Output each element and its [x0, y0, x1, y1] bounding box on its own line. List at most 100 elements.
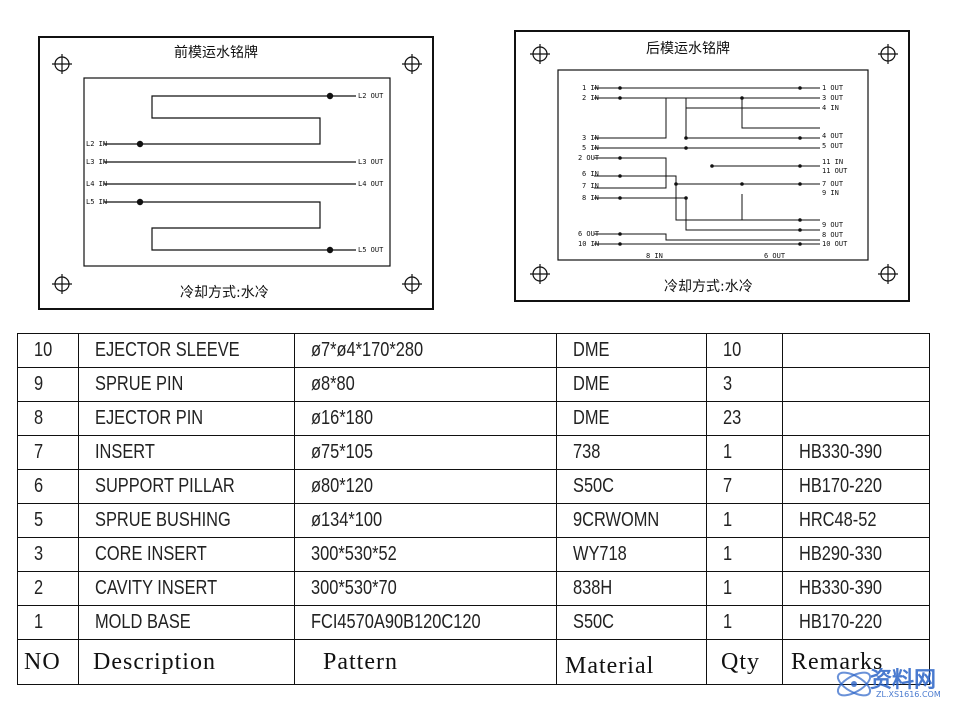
cell-no: 3 — [17, 537, 79, 572]
rear-right-labels: 1 OUT 3 OUT 4 IN 4 OUT 5 OUT 11 IN 11 OU… — [822, 84, 848, 248]
cell-no: 10 — [17, 333, 79, 368]
rear-mold-water-plate: 后模运水铭牌 — [514, 30, 910, 302]
cell-pattern: 300*530*70 — [294, 571, 557, 606]
cell-qty-text: 7 — [723, 475, 733, 497]
cell-pattern-text: 300*530*70 — [311, 577, 397, 599]
rear-label-left: 7 IN — [582, 182, 599, 190]
rear-left-labels: 1 IN 2 IN 3 IN 5 IN 2 OUT 6 IN 7 IN 8 IN… — [578, 84, 600, 248]
rear-inner-frame — [557, 69, 869, 261]
header-no: NO — [17, 639, 79, 685]
rear-label-bottom: 6 OUT — [764, 252, 786, 260]
cell-no-text: 9 — [34, 373, 44, 395]
cell-qty: 1 — [706, 605, 783, 640]
cell-pattern-text: 300*530*52 — [311, 543, 397, 565]
cell-description-text: SPRUE BUSHING — [95, 509, 231, 531]
cell-pattern-text: ø7*ø4*170*280 — [311, 339, 424, 361]
crosshair-icon — [530, 44, 898, 284]
cell-no: 7 — [17, 435, 79, 470]
cell-material: DME — [556, 333, 707, 368]
cell-no-text: 6 — [34, 475, 44, 497]
cell-no: 6 — [17, 469, 79, 504]
cell-pattern-text: ø75*105 — [311, 441, 374, 463]
cell-description-text: MOLD BASE — [95, 611, 191, 633]
rear-label-right: 3 OUT — [822, 94, 844, 102]
cell-material: 738 — [556, 435, 707, 470]
cell-qty: 10 — [706, 333, 783, 368]
rear-label-right: 11 OUT — [822, 167, 848, 175]
cell-no-text: 5 — [34, 509, 44, 531]
cell-no-text: 1 — [34, 611, 44, 633]
cell-qty: 1 — [706, 435, 783, 470]
cell-material-text: DME — [573, 373, 610, 395]
cell-remarks: HRC48-52 — [782, 503, 930, 538]
cell-remarks: HB170-220 — [782, 605, 930, 640]
cell-material-text: DME — [573, 339, 610, 361]
rear-label-left: 8 IN — [582, 194, 599, 202]
rear-label-left: 2 IN — [582, 94, 599, 102]
cell-no: 9 — [17, 367, 79, 402]
cell-pattern: ø7*ø4*170*280 — [294, 333, 557, 368]
watermark-subtext: ZL.XS1616.COM — [876, 690, 941, 699]
cell-description-text: CORE INSERT — [95, 543, 207, 565]
cell-pattern-text: ø134*100 — [311, 509, 383, 531]
rear-label-left: 10 IN — [578, 240, 599, 248]
rear-label-left: 3 IN — [582, 134, 599, 142]
cell-no-text: 10 — [34, 339, 53, 361]
cell-pattern: ø8*80 — [294, 367, 557, 402]
label-l4-in: L4 IN — [86, 180, 107, 188]
cell-qty: 1 — [706, 537, 783, 572]
cell-material: DME — [556, 367, 707, 402]
cell-description-text: INSERT — [95, 441, 155, 463]
rear-label-right: 11 IN — [822, 158, 843, 166]
rear-channels — [594, 87, 820, 245]
cell-qty-text: 10 — [723, 339, 742, 361]
cell-remarks-text: HB290-330 — [799, 543, 882, 565]
cell-qty-text: 1 — [723, 509, 733, 531]
front-plate-footer: 冷却方式:水冷 — [180, 285, 269, 301]
cell-qty: 1 — [706, 571, 783, 606]
cell-remarks — [782, 401, 930, 436]
cell-material-text: S50C — [573, 611, 615, 633]
cell-qty: 7 — [706, 469, 783, 504]
rear-plate-footer: 冷却方式:水冷 — [664, 279, 753, 295]
cell-no: 1 — [17, 605, 79, 640]
cell-no: 5 — [17, 503, 79, 538]
watermark-logo-icon — [836, 671, 872, 697]
cell-remarks-text: HRC48-52 — [799, 509, 877, 531]
cell-material-text: 838H — [573, 577, 613, 599]
rear-label-left: 6 OUT — [578, 230, 600, 238]
cell-qty-text: 23 — [723, 407, 742, 429]
rear-label-right: 7 OUT — [822, 180, 844, 188]
cell-material: S50C — [556, 469, 707, 504]
cell-qty-text: 3 — [723, 373, 733, 395]
front-mold-water-plate: 前模运水铭牌 L2 OUT L2 IN L3 IN L3 OUT L4 IN L… — [38, 36, 434, 310]
front-inner-frame — [83, 77, 391, 267]
cell-no: 2 — [17, 571, 79, 606]
rear-label-right: 8 OUT — [822, 231, 844, 239]
label-l2-out: L2 OUT — [358, 92, 384, 100]
rear-label-right: 5 OUT — [822, 142, 844, 150]
rear-label-left: 5 IN — [582, 144, 599, 152]
cell-remarks: HB170-220 — [782, 469, 930, 504]
site-watermark: 资料网 ZL.XS1616.COM — [832, 660, 952, 708]
cell-qty-text: 1 — [723, 441, 733, 463]
cell-no-text: 3 — [34, 543, 44, 565]
cell-remarks-text: HB330-390 — [799, 577, 882, 599]
cell-description: MOLD BASE — [78, 605, 295, 640]
cell-no-text: 7 — [34, 441, 44, 463]
cell-material: WY718 — [556, 537, 707, 572]
cell-pattern: ø16*180 — [294, 401, 557, 436]
label-l3-out: L3 OUT — [358, 158, 384, 166]
cell-remarks-text: HB170-220 — [799, 611, 882, 633]
cell-qty-text: 1 — [723, 611, 733, 633]
label-l5-out: L5 OUT — [358, 246, 384, 254]
cell-qty: 1 — [706, 503, 783, 538]
